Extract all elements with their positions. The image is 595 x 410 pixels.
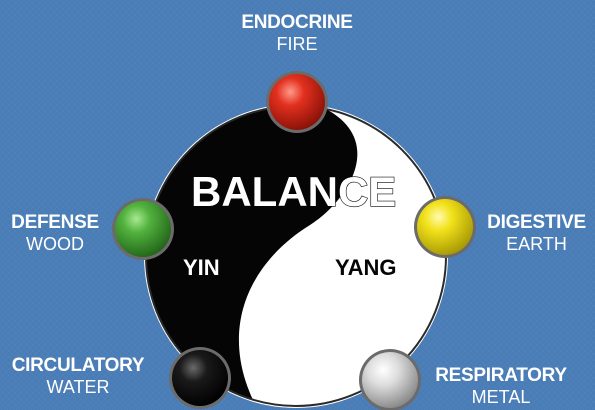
label-circulatory: CIRCULATORY WATER	[0, 355, 156, 398]
element-name-water: WATER	[46, 377, 110, 397]
orb-circulatory	[169, 347, 231, 409]
system-name-circulatory: CIRCULATORY	[11, 355, 145, 376]
element-name-wood: WOOD	[26, 234, 84, 254]
yang-label: YANG	[335, 255, 397, 280]
label-defense: DEFENSE WOOD	[0, 212, 110, 255]
orb-endocrine	[266, 71, 328, 133]
balance-title: BALANCE	[191, 168, 396, 215]
orb-digestive	[414, 196, 476, 258]
label-endocrine: ENDOCRINE FIRE	[228, 12, 366, 55]
orb-defense	[112, 198, 174, 260]
system-name-endocrine: ENDOCRINE	[241, 12, 353, 33]
yang-half	[238, 106, 446, 406]
label-respiratory: RESPIRATORY METAL	[430, 365, 572, 408]
label-digestive: DIGESTIVE EARTH	[478, 212, 595, 255]
orb-respiratory	[359, 349, 421, 410]
system-name-defense: DEFENSE	[11, 212, 99, 233]
yin-label: YIN	[183, 255, 220, 280]
system-name-respiratory: RESPIRATORY	[435, 365, 567, 386]
element-name-fire: FIRE	[276, 34, 318, 54]
element-name-metal: METAL	[471, 387, 531, 407]
system-name-digestive: DIGESTIVE	[487, 212, 586, 233]
element-name-earth: EARTH	[506, 234, 567, 254]
